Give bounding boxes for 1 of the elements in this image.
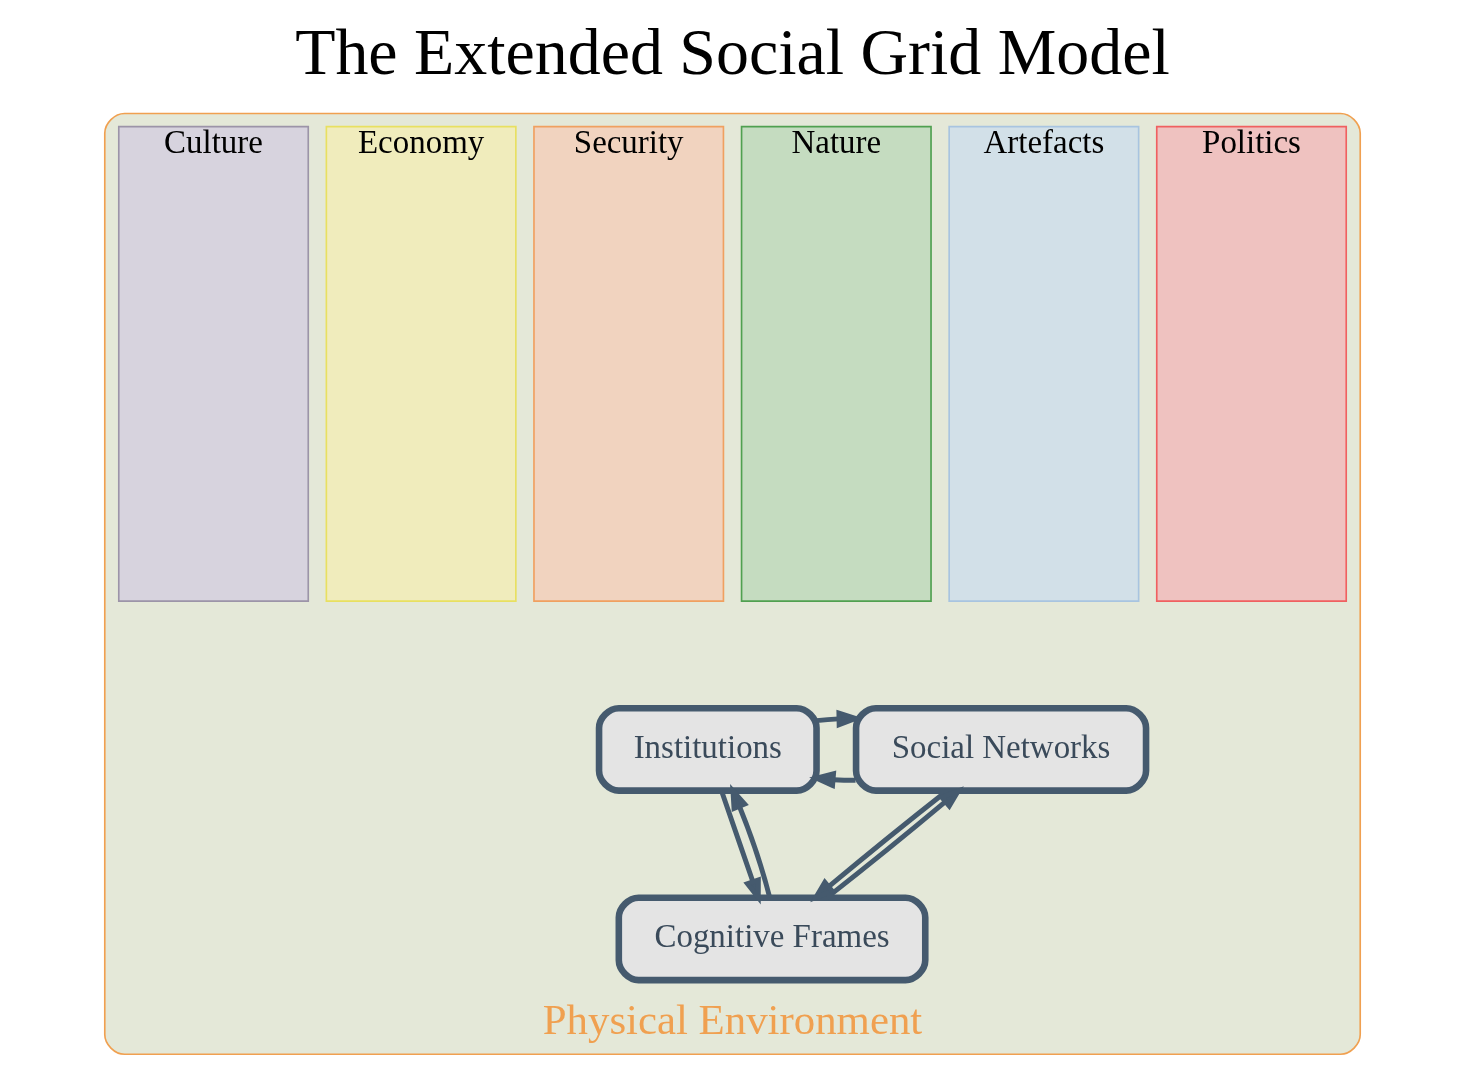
diagram-title: The Extended Social Grid Model: [295, 14, 1170, 88]
